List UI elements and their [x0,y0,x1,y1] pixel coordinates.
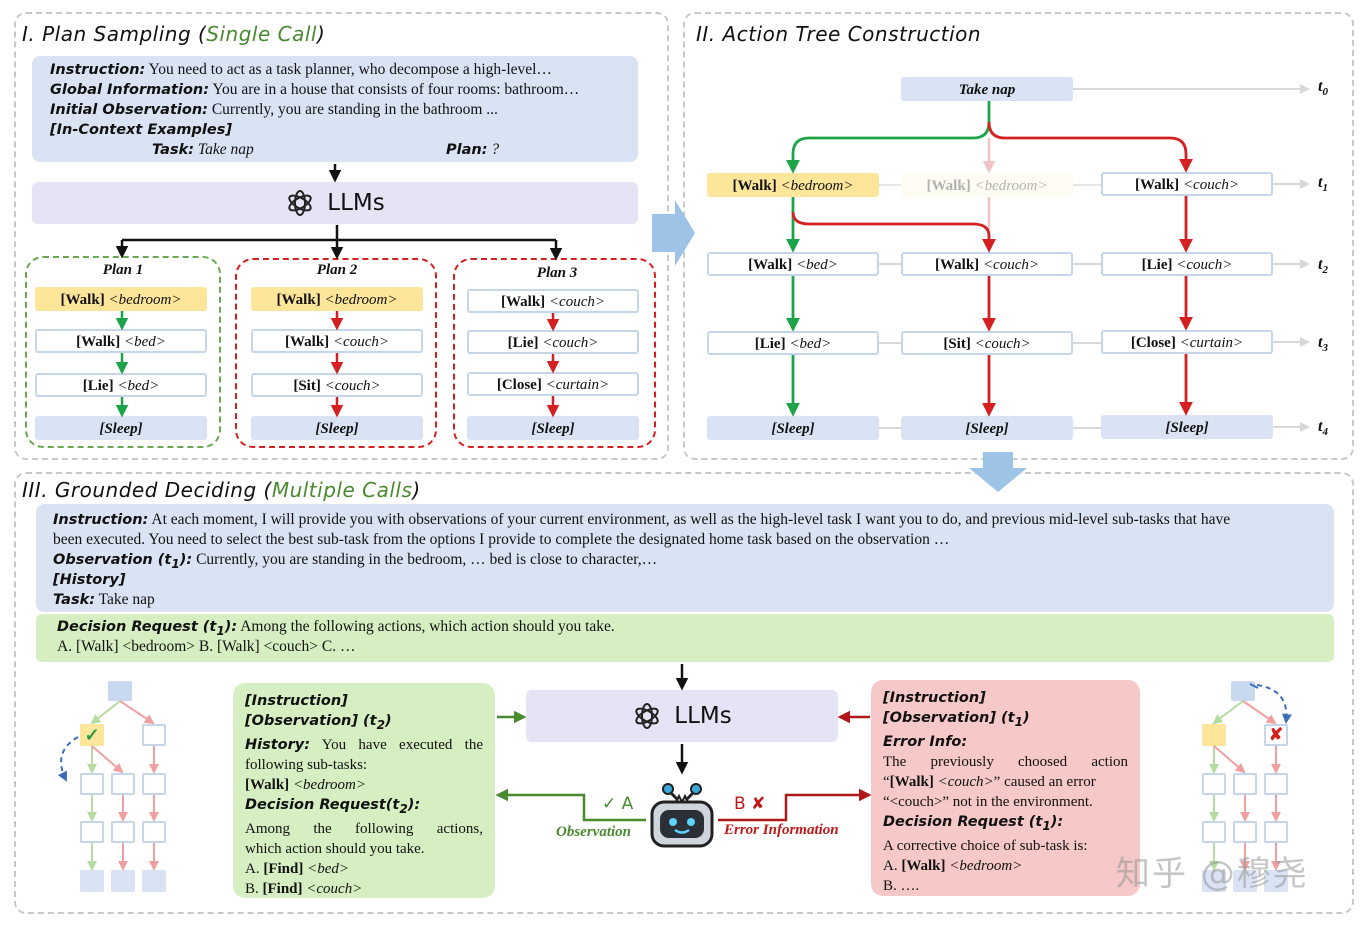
tree-t3-c: [Close] <curtain> [1101,330,1273,354]
mini-tree-left-n3 [80,773,104,795]
time-label-t2: t2 [1318,256,1328,277]
plan-prompt-box: Instruction: You need to act as a task p… [32,56,638,162]
plan-3-title: Plan 3 [536,265,578,281]
llm-box-planning: LLMs [32,182,638,224]
mini-tree-right-n10 [1233,870,1257,892]
time-label-t4: t4 [1318,418,1328,439]
observation-feedback-label: Observation [556,824,631,840]
deciding-prompt-box: Instruction: At each moment, I will prov… [36,504,1334,612]
mini-tree-left-n11 [142,870,166,892]
plan1-step3: [Lie] <bed> [35,373,207,397]
watermark: 知乎 @穆尧 [1116,854,1309,894]
tree-t1-b-faded: [Walk] <bedroom> [901,173,1073,197]
error-card: [Instruction] [Observation] (t1) Error I… [871,680,1140,896]
tree-t4-a: [Sleep] [707,416,879,440]
time-label-t0: t0 [1318,78,1328,99]
plan3-step4: [Sleep] [467,416,639,440]
cross-icon: ✘ [751,794,766,814]
mini-tree-left-n10 [111,870,135,892]
tree-t3-a: [Lie] <bed> [707,331,879,355]
tree-t2-c: [Lie] <couch> [1101,252,1273,276]
mini-tree-left-selected: ✓ [80,724,104,746]
plan3-step3: [Close] <curtain> [467,372,639,396]
mini-tree-right-n6 [1202,821,1226,843]
mini-tree-left-n4 [111,773,135,795]
tree-t4-b: [Sleep] [901,416,1073,440]
robot-icon [650,783,714,848]
check-icon: ✓ [602,794,617,814]
plan3-step2: [Lie] <couch> [467,330,639,354]
plan-sampling-title: I. Plan Sampling (Single Call) [22,22,326,46]
plan2-step1: [Walk] <bedroom> [251,287,423,311]
mini-tree-right-error: ✘ [1264,724,1288,746]
openai-icon [288,190,312,216]
plan1-step4: [Sleep] [35,416,207,440]
llm-label: LLMs [327,190,385,216]
mini-tree-left-n6 [80,821,104,843]
mini-tree-right-n9 [1202,870,1226,892]
error-feedback-label: Error Information [724,822,839,838]
time-label-t3: t3 [1318,334,1328,355]
llm-box-deciding: LLMs [526,690,838,742]
mini-tree-left-root [108,681,132,701]
plan2-step2: [Walk] <couch> [251,329,423,353]
mini-tree-left-n5 [142,773,166,795]
plan2-step4: [Sleep] [251,416,423,440]
plan3-step1: [Walk] <couch> [467,289,639,313]
mini-tree-left-n9 [80,870,104,892]
mini-tree-left-n2 [142,724,166,746]
mini-tree-left-n7 [111,821,135,843]
grounded-deciding-panel [14,472,1354,914]
mini-tree-right-n1 [1202,724,1226,746]
decision-request-box: Decision Request (t1): Among the followi… [36,614,1334,662]
observation-card: [Instruction] [Observation] (t2) History… [233,683,495,898]
plan-1-title: Plan 1 [102,262,144,278]
mini-tree-right-n7 [1233,821,1257,843]
tree-t4-c: [Sleep] [1101,415,1273,439]
time-label-t1: t1 [1318,174,1328,195]
choice-a-check: ✓ A [602,794,634,814]
tree-root: Take nap [901,77,1073,101]
tree-t2-b: [Walk] <couch> [901,252,1073,276]
choice-b-cross: B ✘ [734,794,766,814]
tree-t2-a: [Walk] <bed> [707,252,879,276]
tree-t1-a: [Walk] <bedroom> [707,173,879,197]
plan2-step3: [Sit] <couch> [251,373,423,397]
openai-icon [635,703,659,729]
mini-tree-right-n5 [1264,773,1288,795]
plan1-step2: [Walk] <bed> [35,329,207,353]
tree-t3-b: [Sit] <couch> [901,331,1073,355]
action-tree-title: II. Action Tree Construction [696,22,982,46]
mini-tree-right-n3 [1202,773,1226,795]
mini-tree-right-n11 [1264,870,1288,892]
mini-tree-left-n8 [142,821,166,843]
tree-t1-c: [Walk] <couch> [1101,172,1273,196]
llm-label: LLMs [674,703,732,729]
plan1-step1: [Walk] <bedroom> [35,287,207,311]
grounded-deciding-title: III. Grounded Deciding (Multiple Calls) [22,478,421,502]
mini-tree-right-root [1231,681,1255,701]
plan-2-title: Plan 2 [316,262,358,278]
mini-tree-right-n4 [1233,773,1257,795]
mini-tree-right-n8 [1264,821,1288,843]
